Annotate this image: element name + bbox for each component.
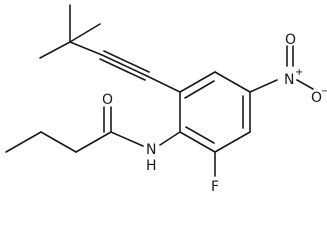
bond-ring-c2-c3 bbox=[214, 71, 251, 93]
amide-h-label: H bbox=[146, 158, 157, 174]
bond-lines bbox=[5, 4, 314, 177]
nitro-o-top-label: O bbox=[285, 32, 296, 48]
bond-ring-c5-c6-double bbox=[185, 126, 215, 144]
bond-chain-3 bbox=[5, 131, 42, 153]
bond-alkyne-3 bbox=[99, 58, 146, 81]
bond-ring-c4-c5 bbox=[214, 131, 251, 153]
bond-ring-c1-c2 bbox=[179, 71, 216, 93]
bond-chain-2 bbox=[40, 131, 77, 153]
bond-nitro-o-right bbox=[296, 79, 314, 90]
bond-alkyne-2 bbox=[103, 50, 150, 73]
bond-chain-1 bbox=[75, 131, 112, 153]
bond-ring-to-amide-n bbox=[159, 131, 181, 146]
nitro-n-charge: + bbox=[295, 67, 303, 78]
bond-ring-c5-c6 bbox=[179, 131, 216, 153]
bond-ring-c1-c2-double bbox=[184, 80, 215, 99]
bond-ring-to-nitro bbox=[249, 79, 278, 93]
nitro-o-right-label: O bbox=[311, 90, 322, 106]
bond-tbu-to-alkyne bbox=[69, 41, 103, 56]
bond-alkyne-1 bbox=[101, 54, 148, 77]
fluorine-label: F bbox=[211, 179, 219, 195]
bond-amide-n-to-carbonyl bbox=[110, 131, 144, 147]
nitro-n-label: N bbox=[284, 72, 294, 88]
nitro-o-right-charge: − bbox=[321, 86, 327, 97]
bond-alkyne-to-ring bbox=[146, 75, 181, 93]
bond-tbu-methyl-left bbox=[39, 41, 71, 59]
amide-n-label: N bbox=[146, 142, 156, 158]
chemical-structure-diagram: N + O O − O N H F bbox=[5, 4, 327, 195]
amide-o-label: O bbox=[102, 92, 113, 108]
bond-tbu-methyl-right bbox=[69, 23, 101, 43]
atom-labels: N + O O − O N H F bbox=[102, 32, 327, 195]
